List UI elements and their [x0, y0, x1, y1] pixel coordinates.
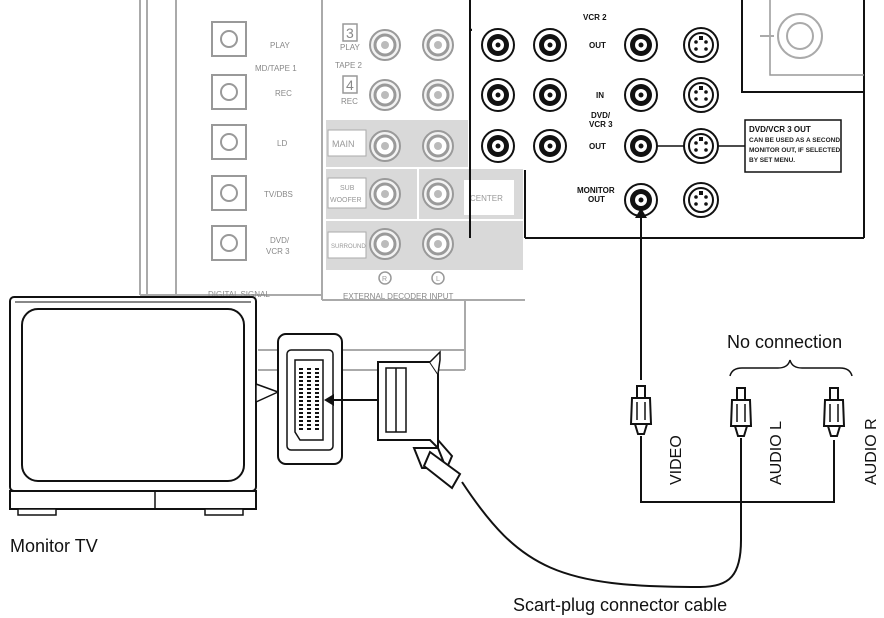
- scart-cable-label: Scart-plug connector cable: [513, 595, 727, 615]
- tv-screen: [21, 308, 245, 482]
- vcr2-out-svideo-jack: [683, 27, 719, 63]
- vcr2-out-video-jack: [624, 28, 658, 62]
- dvd-vcr3-out-jack-r: [481, 129, 515, 163]
- vcr2-in-svideo-jack: [683, 77, 719, 113]
- label-tape-play: PLAY: [340, 43, 361, 52]
- no-connection-label: No connection: [727, 332, 842, 352]
- note-line-3: BY SET MENU.: [749, 157, 795, 164]
- video-rca-plug: [630, 385, 652, 435]
- label-vcr2-out: OUT: [589, 41, 606, 50]
- note-line-1: CAN BE USED AS A SECOND: [749, 137, 840, 144]
- video-label: VIDEO: [668, 435, 685, 485]
- decoder-subwoofer-jack: [368, 177, 402, 211]
- tape-play-jack-r: [368, 28, 402, 62]
- label-vcr2-in: IN: [596, 91, 604, 100]
- vcr2-out-jack-r: [481, 28, 515, 62]
- audio-l-label: AUDIO L: [768, 421, 785, 485]
- label-play: PLAY: [270, 41, 291, 50]
- tape-rec-jack-l: [421, 78, 455, 112]
- audio-r-rca-plug: [823, 387, 845, 437]
- tape-rec-jack-r: [368, 78, 402, 112]
- vcr2-in-jack-r: [481, 78, 515, 112]
- decoder-main-jack-l: [421, 129, 455, 163]
- audio-l-rca-plug: [730, 387, 752, 437]
- rca-bus-cable: [640, 436, 835, 503]
- dvd-vcr3-out-jack-l: [533, 129, 567, 163]
- decoder-surround-jack-l: [421, 227, 455, 261]
- note-line-2: MONITOR OUT, IF SELECTED: [749, 147, 841, 154]
- decoder-surround-jack-r: [368, 227, 402, 261]
- label-main: MAIN: [332, 139, 355, 149]
- label-dvd: DVD/: [270, 236, 290, 245]
- label-monitor-out: OUT: [588, 195, 605, 204]
- label-dvd-slash: DVD/: [591, 111, 611, 120]
- vcr2-in-jack-l: [533, 78, 567, 112]
- label-surround: SURROUND: [331, 244, 366, 250]
- note-title: DVD/VCR 3 OUT: [749, 125, 811, 134]
- no-connection-bracket: [729, 359, 853, 377]
- label-ld: LD: [277, 139, 287, 148]
- scart-plug: [377, 350, 462, 490]
- audio-r-label: AUDIO R: [863, 418, 880, 485]
- label-woofer: WOOFER: [330, 197, 362, 204]
- label-channel-l: L: [436, 276, 440, 283]
- dvd-vcr3-out-video-jack: [624, 129, 658, 163]
- label-vcr2: VCR 2: [583, 13, 607, 22]
- label-rec: REC: [275, 89, 292, 98]
- decoder-main-jack-r: [368, 129, 402, 163]
- monitor-tv-label: Monitor TV: [10, 536, 98, 556]
- label-tape2: TAPE 2: [335, 61, 363, 70]
- scart-socket: [277, 333, 343, 465]
- dvd-vcr3-note-box: [744, 119, 842, 173]
- scart-cable: [461, 481, 742, 589]
- monitor-out-svideo-jack: [683, 182, 719, 218]
- label-sub: SUB: [340, 185, 355, 192]
- label-channel-r: R: [382, 276, 387, 283]
- receiver-rear-panel: PLAY MD/TAPE 1 REC LD TV/DBS DVD/ VCR 3 …: [139, 0, 525, 371]
- vcr2-out-jack-l: [533, 28, 567, 62]
- label-vcr3: VCR 3: [589, 120, 613, 129]
- label-tv-dbs: TV/DBS: [264, 190, 293, 199]
- label-center: CENTER: [470, 194, 503, 203]
- tape-play-jack-l: [421, 28, 455, 62]
- cables: [329, 208, 835, 589]
- dvd-vcr3-out-svideo-jack: [683, 128, 719, 164]
- video-output-block: VCR 2 OUT IN DVD/ VCR 3 OUT MONITOR OUT …: [469, 0, 865, 239]
- digital-input-jacks: [211, 21, 247, 261]
- vcr2-in-video-jack: [624, 78, 658, 112]
- decoder-center-jack: [421, 177, 455, 211]
- label-digital-signal: DIGITAL SIGNAL: [208, 290, 270, 299]
- label-vcr3: VCR 3: [266, 247, 290, 256]
- label-dvd-vcr3-out: OUT: [589, 142, 606, 151]
- label-md-tape1: MD/TAPE 1: [255, 64, 297, 73]
- label-tape-4: 4: [346, 77, 354, 93]
- label-tape-rec: REC: [341, 97, 358, 106]
- monitor-tv: [9, 296, 280, 516]
- label-tape-3: 3: [346, 25, 354, 41]
- label-external-decoder-input: EXTERNAL DECODER INPUT: [343, 292, 454, 301]
- label-monitor: MONITOR: [577, 186, 615, 195]
